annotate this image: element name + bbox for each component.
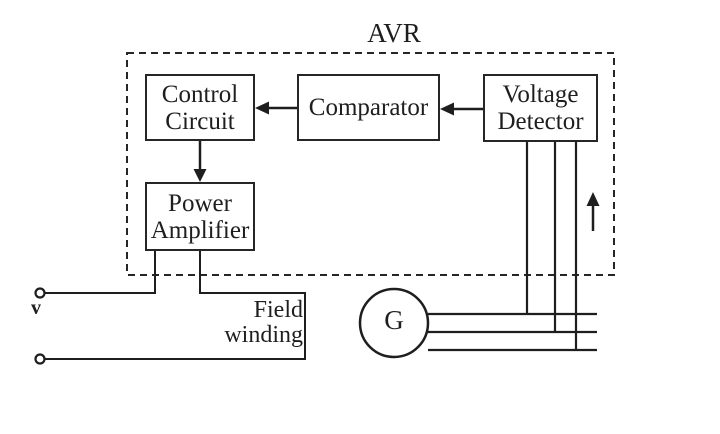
arrowhead-down-to-power [193, 169, 207, 182]
comparator-block: Comparator [297, 74, 440, 141]
terminal-bottom [34, 353, 46, 365]
avr-title: AVR [367, 18, 421, 48]
output-voltage-label: v [31, 297, 41, 319]
power-amplifier-block: Power Amplifier [145, 182, 255, 251]
arrowhead-left-to-comparator [440, 102, 454, 116]
wire-power-to-top-terminal [44, 251, 156, 294]
voltage-detector-label: Voltage Detector [497, 81, 584, 135]
terminal-top [34, 287, 46, 299]
wire-field-winding-loop [44, 251, 306, 360]
voltage-detector-block: Voltage Detector [483, 74, 598, 142]
power-amplifier-label: Power Amplifier [150, 189, 250, 244]
generator-label: G [384, 305, 404, 335]
arrowhead-left-to-control [255, 101, 269, 115]
control-circuit-block: Control Circuit [145, 74, 255, 141]
field-winding-label: Field winding [224, 297, 303, 348]
feedback-arrowhead-up [586, 192, 600, 206]
comparator-label: Comparator [308, 94, 429, 121]
control-circuit-label: Control Circuit [161, 80, 239, 135]
avr-dashed-boundary [126, 52, 615, 276]
generator-circle [358, 287, 430, 359]
